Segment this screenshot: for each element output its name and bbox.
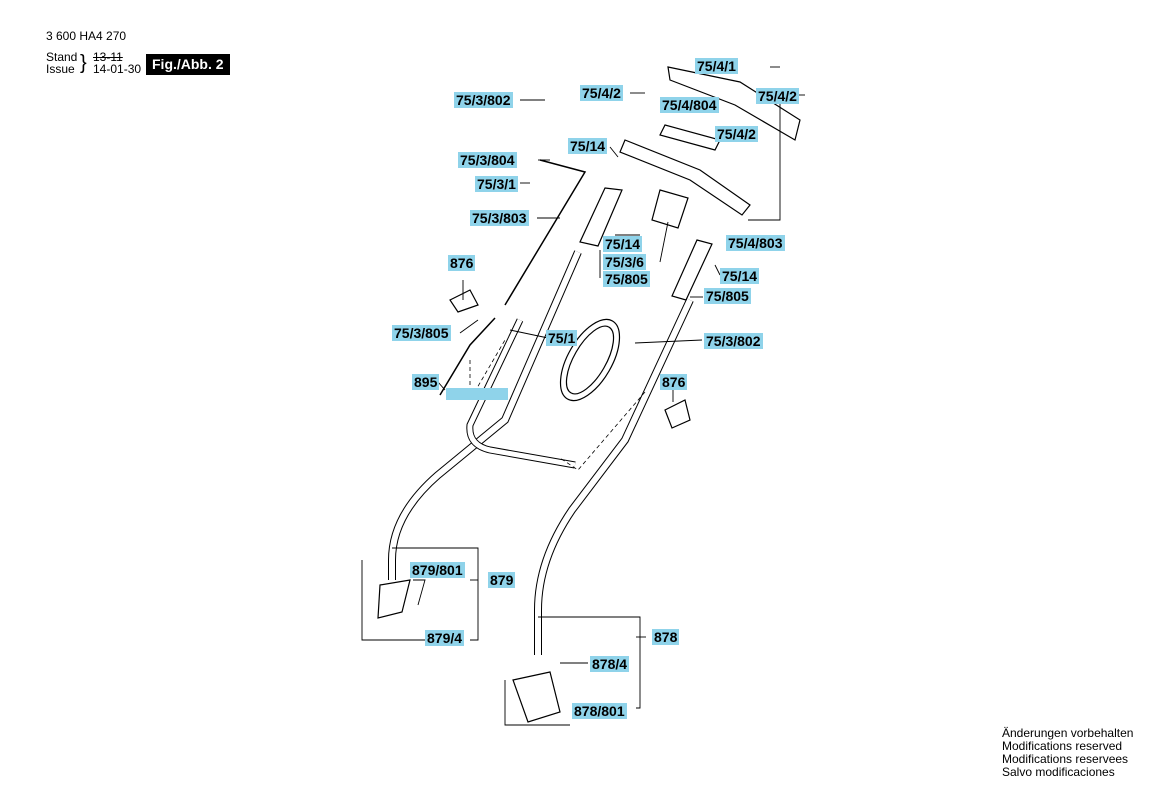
- notice-es: Salvo modificaciones: [1002, 765, 1115, 779]
- brace-glyph: }: [80, 52, 87, 74]
- notice-de: Änderungen vorbehalten: [1002, 726, 1134, 740]
- document-number: 3 600 HA4 270: [46, 29, 127, 43]
- part-label-876-b: 876: [660, 374, 688, 390]
- part-label-879-4: 879/4: [425, 630, 465, 646]
- part-label-75-1: 75/1: [546, 330, 578, 346]
- part-label-75-3-804: 75/3/804: [458, 152, 517, 168]
- cable-holder: [651, 189, 689, 229]
- part-label-879: 879: [488, 572, 516, 588]
- part-label-75-3-802-mid: 75/3/802: [704, 333, 763, 349]
- part-label-75-14-c: 75/14: [720, 268, 760, 284]
- part-label-75-3-805: 75/3/805: [392, 325, 451, 341]
- issue-date: 14-01-30: [93, 62, 142, 76]
- part-label-75-805-a: 75/805: [603, 271, 650, 287]
- foot-bracket-left: [377, 579, 411, 619]
- part-label-75-4-2-b: 75/4/2: [756, 88, 799, 104]
- part-label-75-4-2-a: 75/4/2: [580, 85, 623, 101]
- part-label-75-14-b: 75/14: [603, 236, 643, 252]
- part-label-75-3-802-top: 75/3/802: [454, 92, 513, 108]
- foot-bracket-right: [512, 671, 561, 723]
- bowden-cable: [504, 159, 587, 306]
- part-label-75-3-6: 75/3/6: [603, 254, 646, 270]
- part-label-876-a: 876: [448, 255, 476, 271]
- part-label-878-801: 878/801: [572, 703, 627, 719]
- part-label-895: 895: [412, 374, 440, 390]
- part-label-878-4: 878/4: [590, 656, 630, 672]
- notice-en: Modifications reserved: [1002, 739, 1123, 753]
- notice-fr: Modifications reservees: [1002, 752, 1129, 766]
- stand-label: Stand: [46, 50, 78, 64]
- part-label-75-4-1: 75/4/1: [695, 58, 738, 74]
- part-label-75-4-803: 75/4/803: [726, 235, 785, 251]
- issue-label: Issue: [46, 62, 75, 76]
- stand-old-date: 13-11: [93, 50, 123, 64]
- part-label-75-3-803: 75/3/803: [470, 210, 529, 226]
- sleeve-left: [579, 187, 623, 247]
- part-label-878: 878: [652, 629, 680, 645]
- highlight-strip: [446, 388, 508, 400]
- figure-title: Fig./Abb. 2: [146, 54, 230, 75]
- left-handle-tube: [388, 250, 582, 580]
- top-handle-bar: [667, 66, 801, 141]
- part-label-879-801: 879/801: [410, 562, 465, 578]
- knob-left: [449, 289, 479, 313]
- part-label-75-805-b: 75/805: [704, 288, 751, 304]
- part-label-75-4-804: 75/4/804: [660, 97, 719, 113]
- knob-right: [664, 399, 691, 429]
- modification-notice: Änderungen vorbehalten Modifications res…: [1002, 727, 1133, 779]
- part-label-75-3-1: 75/3/1: [475, 176, 518, 192]
- part-label-75-4-2-c: 75/4/2: [715, 126, 758, 142]
- part-label-75-14-a: 75/14: [568, 138, 608, 154]
- sleeve-right: [671, 239, 713, 301]
- lever-bracket: [659, 124, 721, 151]
- cable-loop: [559, 318, 621, 402]
- cross-bar: [619, 139, 751, 216]
